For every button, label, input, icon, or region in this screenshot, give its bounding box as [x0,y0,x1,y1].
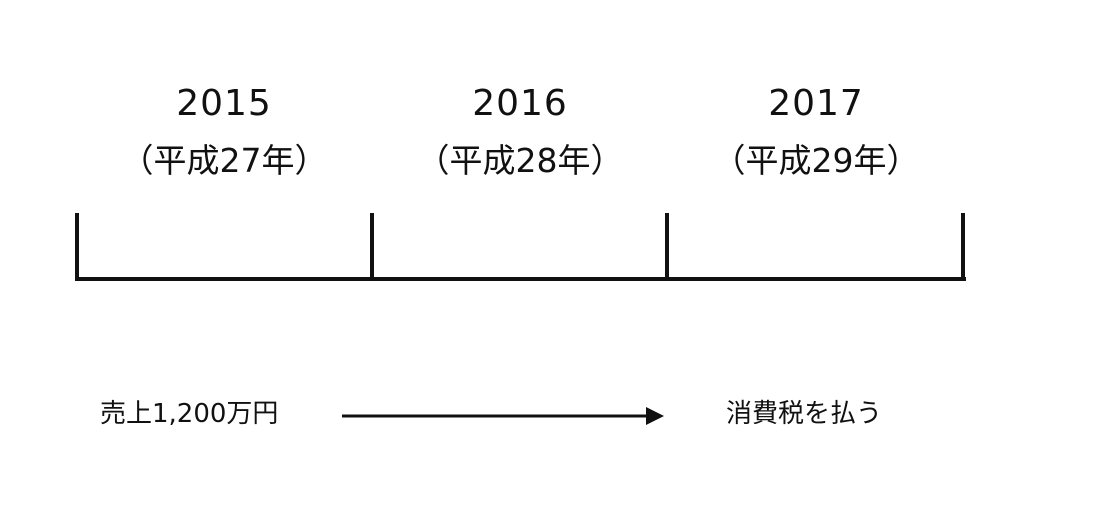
arrow-head [646,407,664,425]
year-column-2015: 2015 （平成27年） [76,84,372,180]
era-label: （平成29年） [712,141,920,180]
sales-label: 売上1,200万円 [100,399,279,429]
era-label: （平成27年） [120,141,328,180]
year-label: 2015 [176,83,272,124]
era-label: （平成28年） [416,141,624,180]
year-label: 2016 [472,83,568,124]
year-column-2017: 2017 （平成29年） [668,84,964,180]
year-label: 2017 [768,83,864,124]
pay-tax-label: 消費税を払う [726,399,883,429]
year-column-2016: 2016 （平成28年） [372,84,668,180]
